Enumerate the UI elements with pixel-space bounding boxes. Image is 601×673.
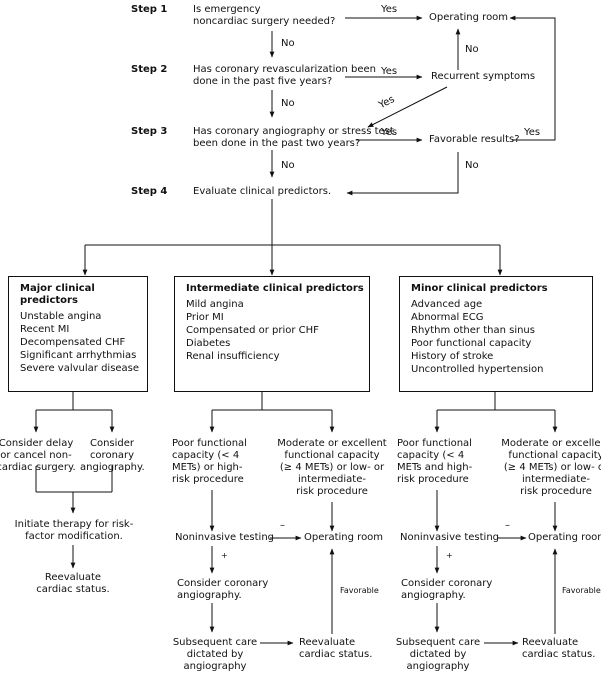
intermediate-noninvasive-testing: Noninvasive testing [175, 532, 275, 543]
edge-label-s1-yes: Yes [381, 4, 398, 15]
step-3-label: Step 3 [131, 126, 168, 137]
minor-item: History of stroke [411, 351, 494, 362]
major-predictors-box: Major clinical predictors Unstable angin… [8, 276, 148, 392]
step-4-question: Evaluate clinical predictors. [193, 186, 332, 197]
minor-item: Advanced age [411, 299, 483, 310]
minor-plus-label: + [446, 551, 453, 560]
minor-item: Rhythm other than sinus [411, 325, 535, 336]
edge-label-s1-no: No [281, 38, 295, 49]
minor-noninvasive-testing: Noninvasive testing [400, 532, 500, 543]
edge-recurrent-yes [367, 86, 448, 128]
major-item: Significant arrhythmias [20, 350, 137, 361]
edge-label-favorable-no: No [465, 160, 479, 171]
operating-room-node: Operating room [429, 12, 509, 23]
intermediate-item: Renal insufficiency [186, 351, 280, 362]
edge-label-favorable-yes: Yes [524, 127, 541, 138]
intermediate-favorable-label: Favorable [340, 586, 379, 595]
intermediate-item: Prior MI [186, 312, 224, 323]
edge-label-s3-yes: Yes [381, 127, 398, 138]
edge-label-recurrent-no: No [465, 44, 479, 55]
intermediate-operating-room: Operating room [304, 532, 384, 543]
step-2-label: Step 2 [131, 64, 168, 75]
minor-minus-label: – [505, 520, 510, 531]
step-1-question-line-2: noncardiac surgery needed? [193, 16, 336, 27]
intermediate-predictors-box: Intermediate clinical predictors Mild an… [174, 276, 370, 392]
edge-favorable-yes [509, 15, 556, 141]
minor-item: Abnormal ECG [411, 312, 484, 323]
major-item: Severe valvular disease [20, 363, 140, 374]
minor-item: Poor functional capacity [411, 338, 532, 349]
edge-label-s3-no: No [281, 160, 295, 171]
major-predictors-title: Major clinical predictors [20, 283, 95, 306]
intermediate-minus-label: – [280, 520, 285, 531]
edge-label-s2-yes: Yes [381, 66, 398, 77]
intermediate-item: Diabetes [186, 338, 231, 349]
intermediate-predictors-title: Intermediate clinical predictors [186, 283, 364, 294]
initiate-therapy-text: Initiate therapy for risk-factor modific… [14, 519, 134, 542]
major-item: Unstable angina [20, 311, 102, 322]
step-3-question-line-1: Has coronary angiography or stress test [193, 126, 394, 137]
major-item: Decompensated CHF [20, 337, 126, 348]
minor-item: Uncontrolled hypertension [411, 364, 544, 375]
favorable-results-node: Favorable results? [429, 134, 520, 145]
recurrent-symptoms-node: Recurrent symptoms [431, 71, 536, 82]
step-2-question-line-2: done in the past five years? [193, 76, 333, 87]
edge-label-s2-no: No [281, 98, 295, 109]
minor-predictors-box: Minor clinical predictors Advanced age A… [399, 276, 593, 392]
step-3-question-line-2: been done in the past two years? [193, 138, 361, 149]
step-2-question-line-1: Has coronary revascularization been [193, 64, 376, 75]
major-item: Recent MI [20, 324, 70, 335]
edge-favorable-no [346, 152, 459, 196]
intermediate-item: Compensated or prior CHF [186, 325, 319, 336]
step-1-question-line-1: Is emergency [193, 4, 261, 15]
intermediate-item: Mild angina [186, 299, 244, 310]
minor-favorable-label: Favorable [562, 586, 601, 595]
minor-operating-room: Operating room [528, 532, 601, 543]
step-1-label: Step 1 [131, 4, 168, 15]
intermediate-plus-label: + [221, 551, 228, 560]
minor-predictors-title: Minor clinical predictors [411, 283, 548, 294]
step-4-label: Step 4 [131, 186, 168, 197]
